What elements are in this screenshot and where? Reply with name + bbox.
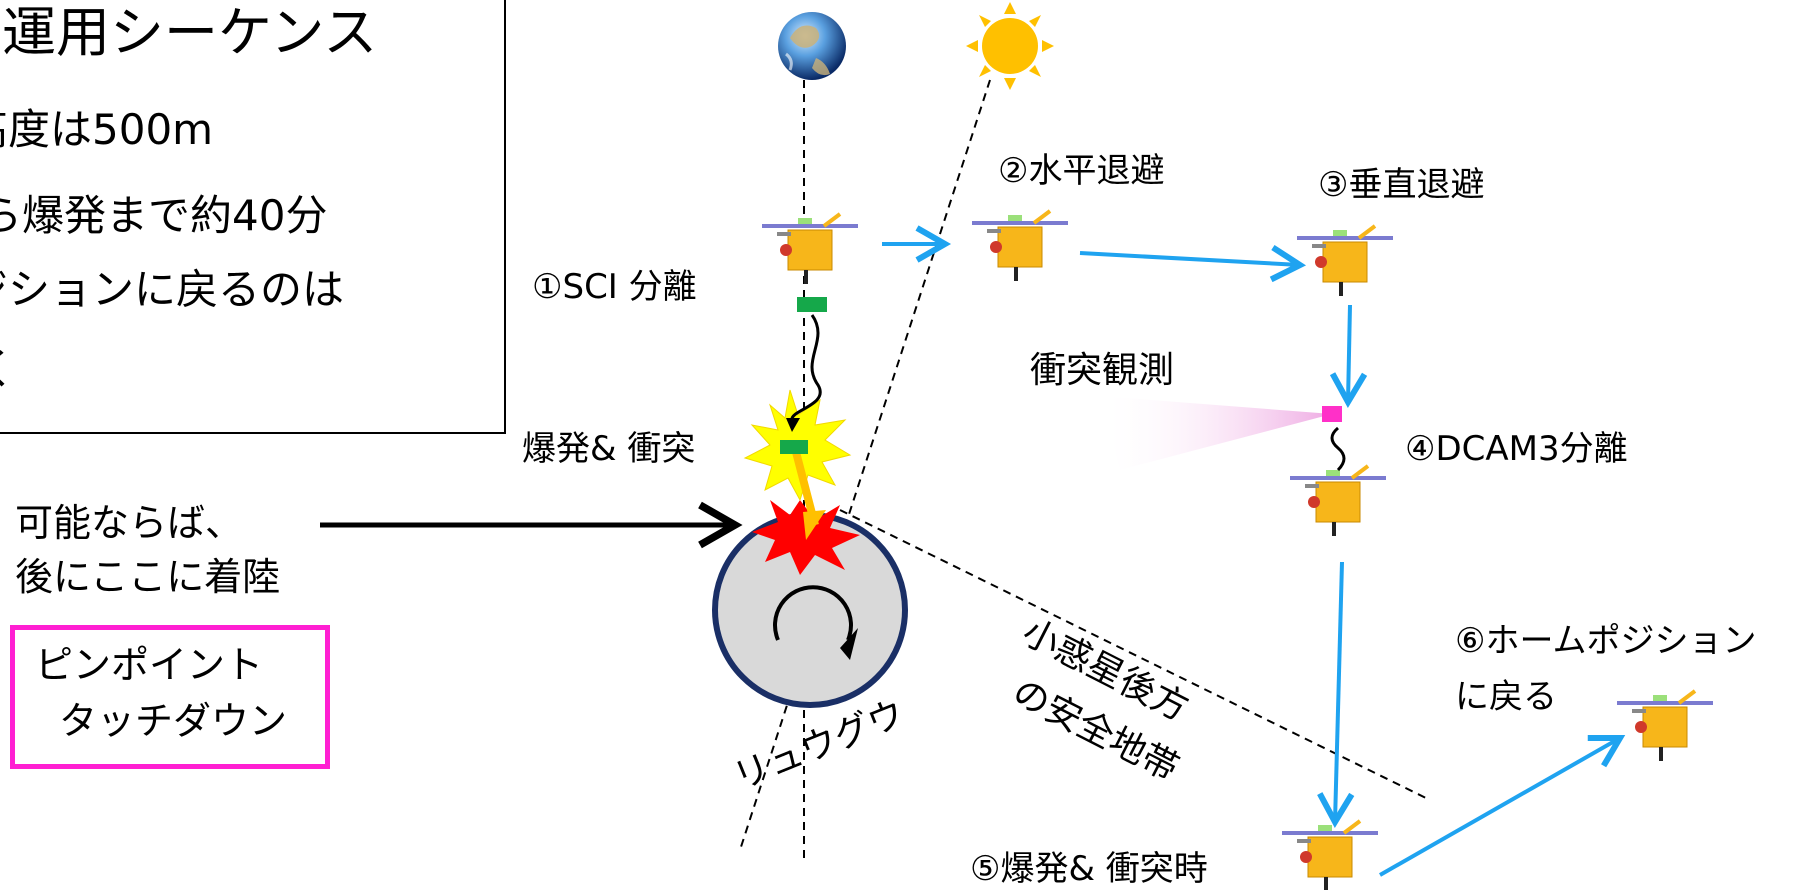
spacecraft-icon <box>1280 819 1380 890</box>
spacecraft-icon <box>1615 689 1715 763</box>
rotation-arrow-icon <box>773 585 853 641</box>
spacecraft-icon <box>1288 464 1388 538</box>
sequence-info-box: 運用シーケンス 高度は500m から爆発まで約40分 ジションに戻るのは く <box>0 0 506 434</box>
explosion-impact-time-label: ⑤爆発& 衝突時 <box>970 849 1208 889</box>
spacecraft-icon <box>1295 224 1395 298</box>
pinpoint-line-1: ピンポイント <box>35 643 264 687</box>
info-line-2: から爆発まで約40分 <box>0 191 328 240</box>
landing-note-line-2: 後にここに着陸 <box>15 555 281 599</box>
asteroid-label: リュウグウ <box>728 693 910 798</box>
info-line-1: 高度は500m <box>0 105 214 154</box>
earth-icon <box>778 12 846 80</box>
impact-observation-label: 衝突観測 <box>1030 350 1175 391</box>
explosion-impact-label: 爆発& 衝突 <box>522 429 696 469</box>
vertical-escape-label: ③垂直退避 <box>1318 165 1485 205</box>
home-position-label-1: ⑥ホームポジション <box>1455 621 1757 661</box>
spacecraft-icon <box>760 212 860 286</box>
pinpoint-touchdown-box: ピンポイント タッチダウン <box>10 625 330 769</box>
sci-module <box>797 297 827 312</box>
info-line-4: く <box>0 345 16 394</box>
landing-note-line-1: 可能ならば、 <box>15 501 244 545</box>
sci-separation-label: ①SCI 分離 <box>532 267 697 307</box>
sun-icon <box>966 2 1054 90</box>
sci-module-impact <box>780 440 808 454</box>
info-line-3: ジションに戻るのは <box>0 265 345 314</box>
dcam3-module <box>1322 406 1342 422</box>
horizontal-escape-label: ②水平退避 <box>998 151 1165 191</box>
home-position-label-2: に戻る <box>1455 677 1557 717</box>
sequence-title: 運用シーケンス <box>2 1 378 64</box>
pinpoint-line-2: タッチダウン <box>59 699 288 743</box>
spacecraft-icon <box>970 209 1070 283</box>
dcam3-separation-label: ④DCAM3分離 <box>1405 429 1628 469</box>
asteroid-ryugu <box>712 512 908 708</box>
